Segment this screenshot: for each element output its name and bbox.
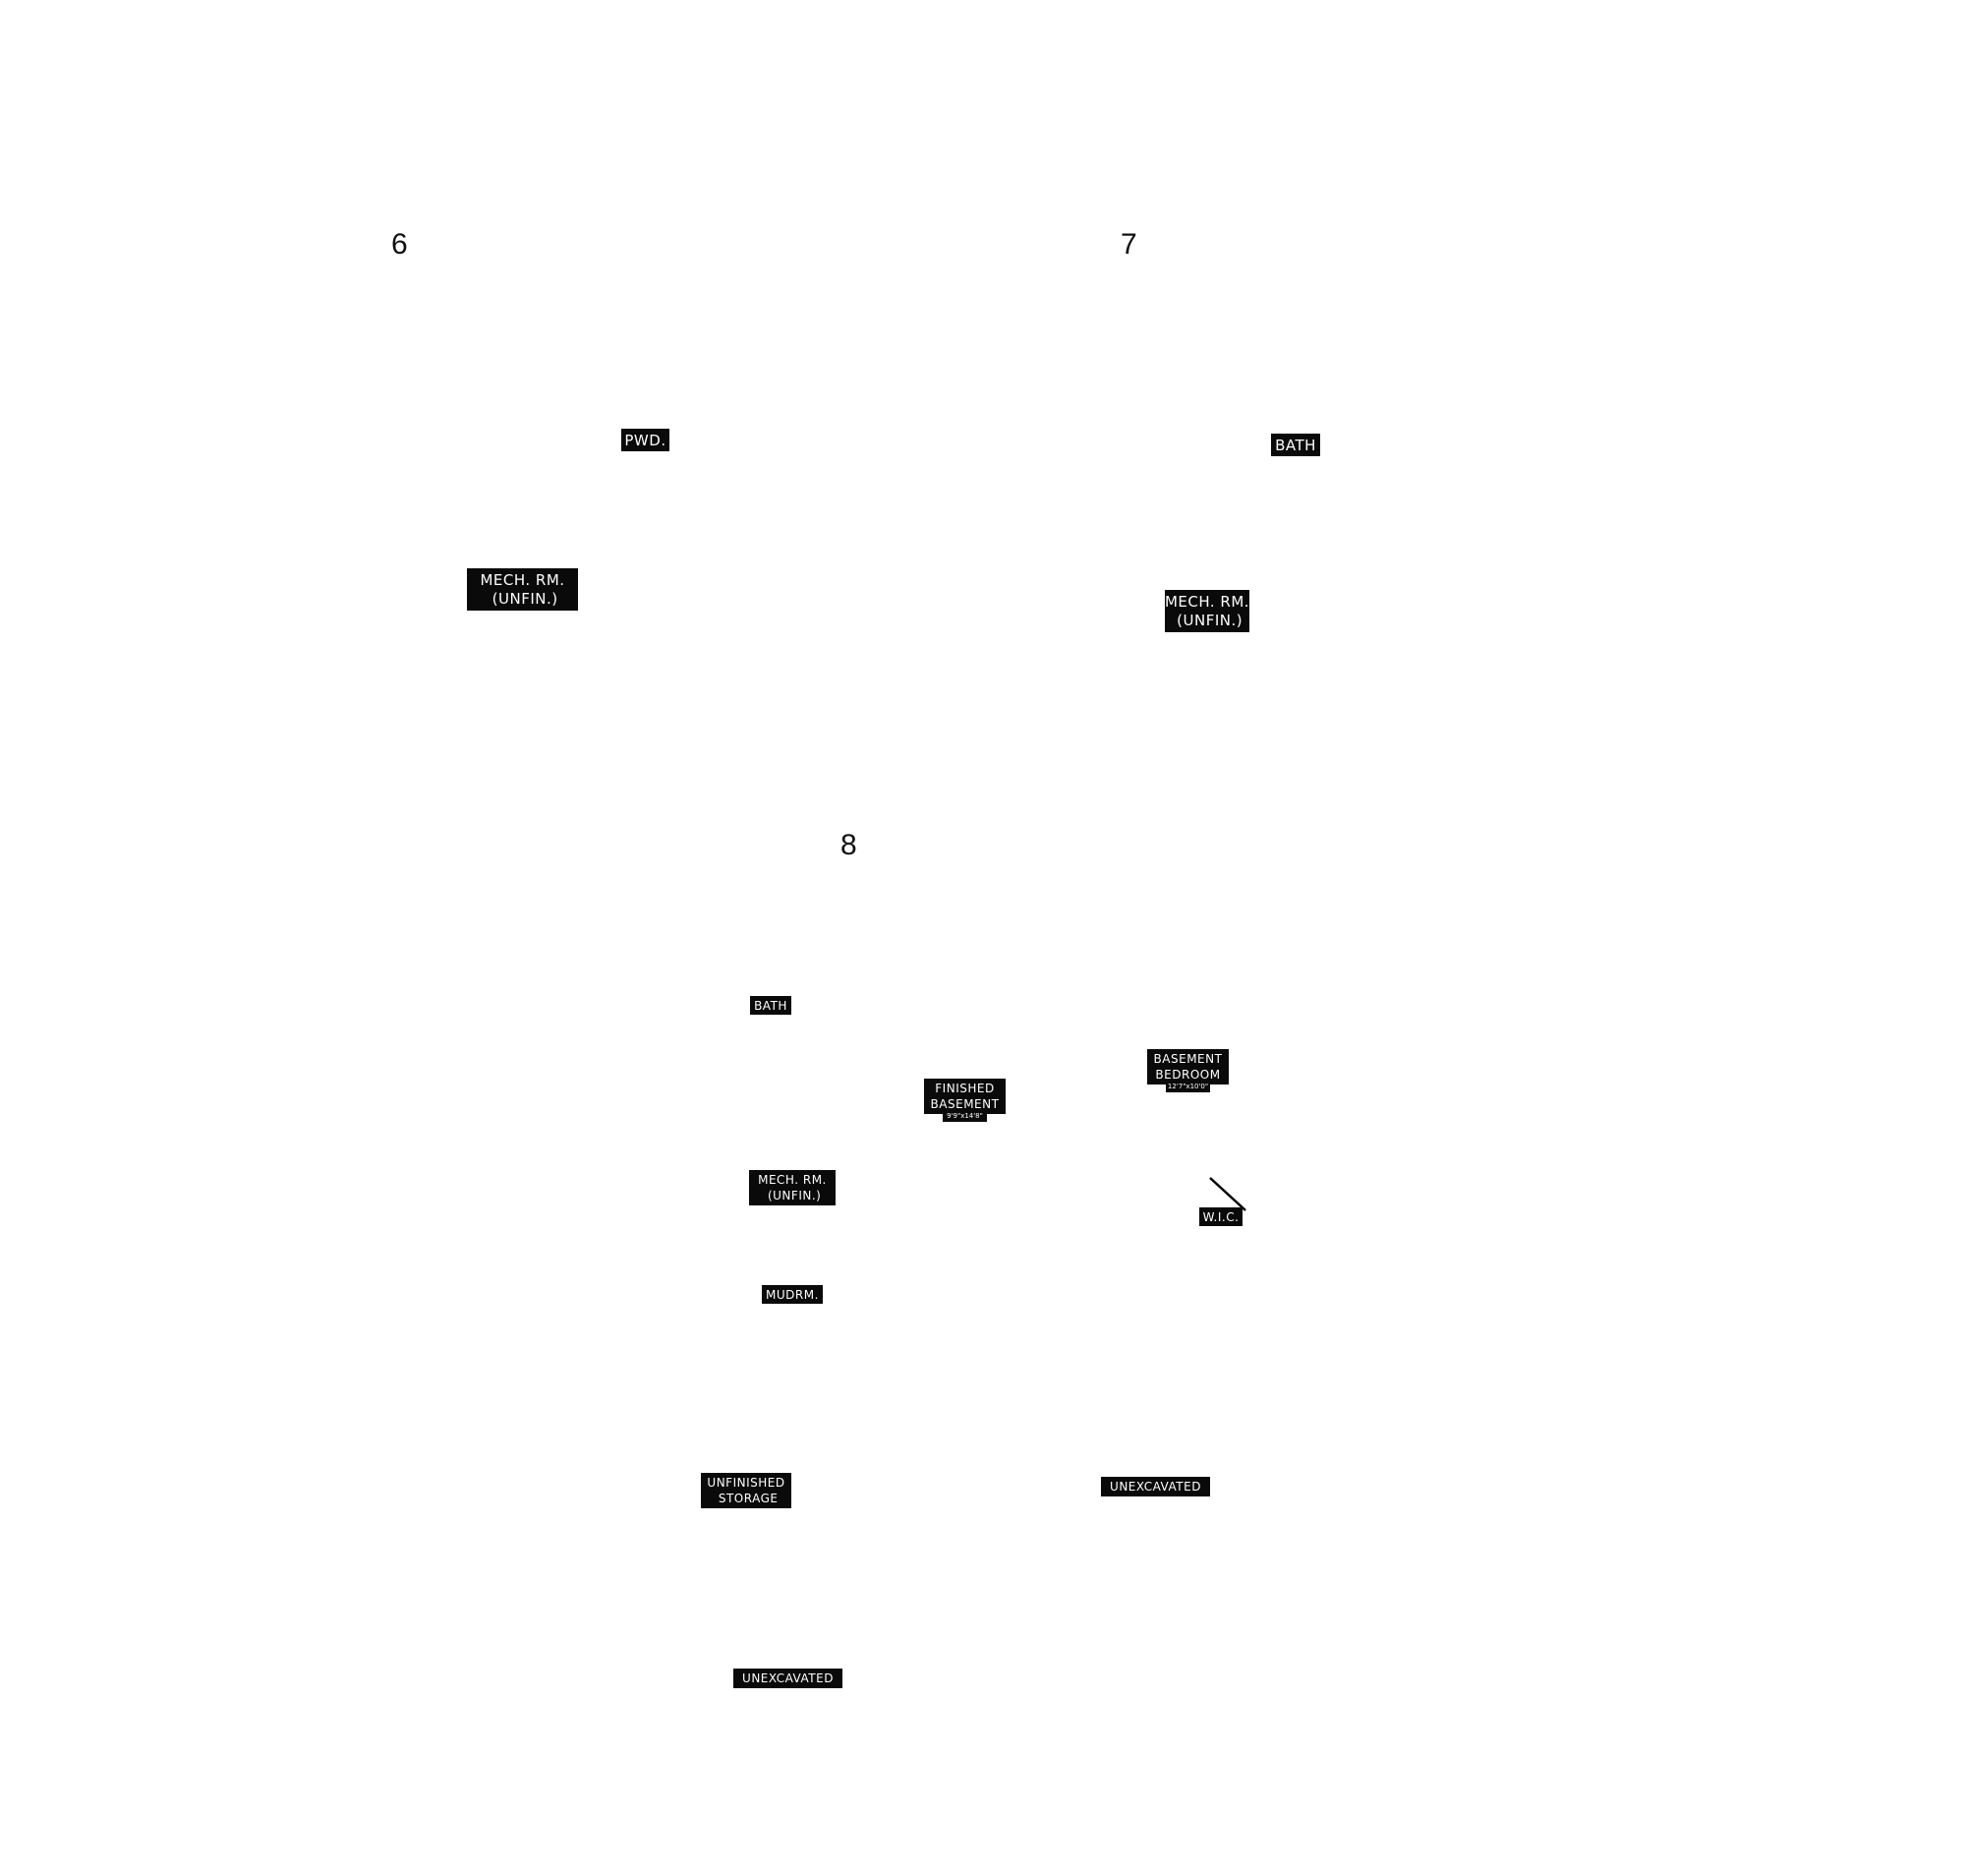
plan8-unexcavated-bottom-label: UNEXCAVATED (733, 1669, 842, 1688)
plan8-finished-basement-dimensions: 9'9"x14'8" (943, 1112, 987, 1122)
plan7-mechanical-room-label: MECH. RM. (UNFIN.) (1165, 590, 1249, 632)
plan8-basement-bedroom-label: BASEMENT BEDROOM (1147, 1049, 1229, 1085)
plan-number-8: 8 (840, 829, 857, 861)
plan8-finished-basement-label: FINISHED BASEMENT (924, 1079, 1006, 1114)
plan6-powder-room-label: PWD. (621, 429, 669, 451)
door-swing-line (1209, 1177, 1246, 1211)
plan8-unfinished-storage-label: UNFINISHED STORAGE (701, 1473, 791, 1508)
plan8-unexcavated-right-label: UNEXCAVATED (1101, 1477, 1210, 1496)
plan8-walk-in-closet-label: W.I.C. (1199, 1207, 1243, 1226)
plan-number-6: 6 (391, 228, 408, 261)
plan8-mechanical-room-label: MECH. RM. (UNFIN.) (749, 1170, 836, 1205)
plan-number-7: 7 (1121, 228, 1137, 261)
plan8-mudroom-label: MUDRM. (762, 1285, 823, 1304)
plan8-basement-bedroom-dimensions: 12'7"x10'0" (1166, 1083, 1210, 1092)
plan7-bath-label: BATH (1271, 434, 1320, 456)
plan6-mechanical-room-label: MECH. RM. (UNFIN.) (467, 568, 578, 611)
plan8-bath-label: BATH (750, 996, 791, 1015)
